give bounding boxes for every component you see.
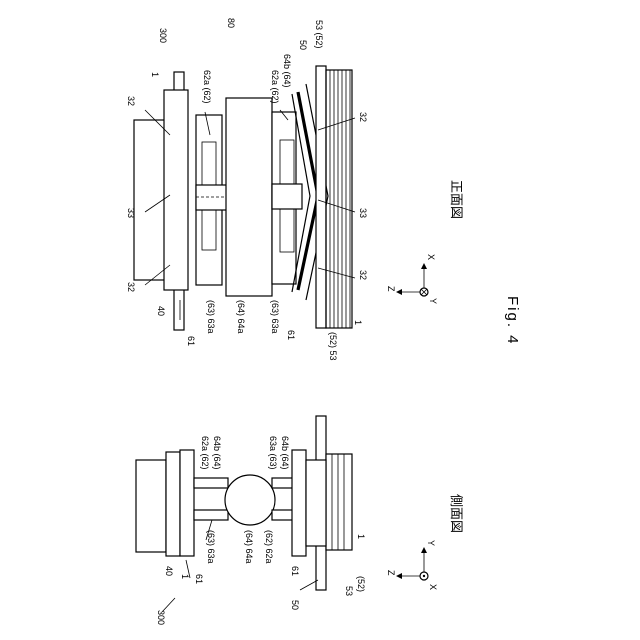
front-label-32-b: 32 bbox=[126, 282, 136, 292]
front-label-52-53: (52) 53 bbox=[328, 332, 338, 361]
front-label-62a-62-b: 62a (62) bbox=[270, 70, 280, 104]
side-axis-y: Y bbox=[426, 540, 436, 546]
front-label-33: 33 bbox=[126, 208, 136, 218]
side-label-62-62a: (62) 62a bbox=[264, 530, 274, 564]
side-label-52: (52) bbox=[356, 576, 366, 592]
front-view-title: 正面図 bbox=[449, 180, 464, 219]
side-label-50: 50 bbox=[290, 600, 300, 610]
side-strut-top bbox=[194, 478, 228, 488]
front-ref-300: 300 bbox=[158, 28, 168, 43]
side-label-63-63a: (63) 63a bbox=[206, 530, 216, 564]
front-joint-right bbox=[272, 184, 302, 209]
side-label-64-64a: (64) 64a bbox=[244, 530, 254, 564]
side-axis-z: Z bbox=[386, 570, 396, 576]
front-label-63-63a: (63) 63a bbox=[206, 300, 216, 334]
front-frame-32 bbox=[164, 90, 188, 290]
side-label-62a-62: 62a (62) bbox=[200, 436, 210, 470]
side-block-1 bbox=[136, 460, 166, 552]
side-ref-300: 300 bbox=[156, 610, 166, 625]
side-strut-bottom bbox=[194, 510, 228, 520]
front-label-40: 40 bbox=[156, 306, 166, 316]
front-view bbox=[134, 66, 355, 330]
front-label-64b-64: 64b (64) bbox=[282, 54, 292, 88]
front-axis-y: Y bbox=[428, 298, 438, 304]
side-plate-61 bbox=[180, 450, 194, 556]
front-axis-z: Z bbox=[386, 286, 396, 292]
front-joint-33 bbox=[196, 185, 228, 210]
front-label-1-bottom: 1 bbox=[353, 320, 363, 325]
front-label-61: 61 bbox=[186, 336, 196, 346]
side-view bbox=[136, 416, 352, 612]
front-label-61-b: 61 bbox=[286, 330, 296, 340]
side-label-64b-64-b: 64b (64) bbox=[280, 436, 290, 470]
side-label-64b-64: 64b (64) bbox=[212, 436, 222, 470]
front-body-64 bbox=[226, 98, 272, 296]
front-label-32-r1: 32 bbox=[358, 112, 368, 122]
front-axes bbox=[396, 263, 428, 296]
front-stack-50 bbox=[316, 66, 326, 328]
front-label-33-r: 33 bbox=[358, 208, 368, 218]
front-axis-x: X bbox=[426, 254, 436, 260]
side-view-title: 側面図 bbox=[449, 494, 464, 533]
front-label-63-63a-b: (63) 63a bbox=[270, 300, 280, 334]
front-label-32-r2: 32 bbox=[358, 270, 368, 280]
side-axes bbox=[396, 547, 428, 580]
front-label-1-top: 1 bbox=[150, 72, 160, 77]
side-ball-64a bbox=[225, 475, 275, 525]
front-label-64-64a: (64) 64a bbox=[236, 300, 246, 334]
figure-caption: Fig. 4 bbox=[504, 296, 521, 346]
side-label-1: 1 bbox=[180, 574, 190, 579]
side-label-63a-63: 63a (63) bbox=[268, 436, 278, 470]
front-label-53-52: 53 (52) bbox=[314, 20, 324, 49]
front-label-50: 50 bbox=[298, 40, 308, 50]
side-stack-rear bbox=[306, 460, 326, 546]
front-label-62a-62: 62a (62) bbox=[202, 70, 212, 104]
front-ref-80: 80 bbox=[226, 18, 236, 28]
side-plate-61-b bbox=[292, 450, 306, 556]
side-label-61: 61 bbox=[194, 574, 204, 584]
side-axis-x: X bbox=[428, 584, 438, 590]
side-label-61-b: 61 bbox=[290, 566, 300, 576]
side-stack-53 bbox=[326, 454, 352, 550]
side-label-1-b: 1 bbox=[356, 534, 366, 539]
side-label-53: 53 bbox=[344, 586, 354, 596]
side-label-40: 40 bbox=[164, 566, 174, 576]
front-label-32-a: 32 bbox=[126, 96, 136, 106]
side-plate-40 bbox=[166, 452, 180, 556]
